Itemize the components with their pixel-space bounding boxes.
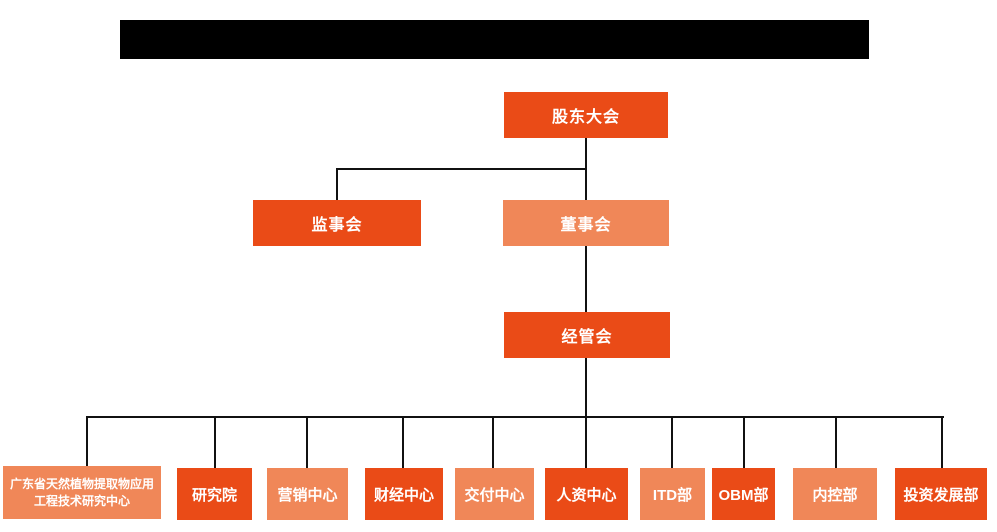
node-management-committee: 经管会 [504, 312, 670, 358]
node-dept-research-institute-label: 研究院 [191, 486, 237, 504]
node-dept-internal-control: 内控部 [793, 468, 877, 520]
node-dept-marketing-center: 营销中心 [267, 468, 348, 520]
node-board-of-directors-label: 董事会 [560, 217, 612, 234]
connector-drop-dept-9 [835, 416, 837, 468]
connector-department-bus [86, 416, 944, 418]
node-supervisory-board: 监事会 [253, 200, 421, 246]
connector-supervisory-drop [336, 168, 338, 200]
node-dept-delivery-center-label: 交付中心 [464, 486, 525, 504]
node-dept-itd: ITD部 [640, 468, 705, 520]
node-dept-investment-development: 投资发展部 [895, 468, 987, 520]
node-dept-obm-label: OBM部 [718, 486, 769, 504]
node-dept-obm: OBM部 [712, 468, 775, 520]
node-dept-investment-development-label: 投资发展部 [903, 486, 979, 504]
node-dept-delivery-center: 交付中心 [455, 468, 534, 520]
connector-supervisory-branch-horizontal [336, 168, 587, 170]
connector-drop-dept-1 [86, 416, 88, 466]
connector-drop-dept-4 [402, 416, 404, 468]
node-dept-research-center: 广东省天然植物提取物应用工程技术研究中心 [3, 466, 161, 519]
node-dept-itd-label: ITD部 [652, 486, 693, 504]
node-dept-hr-center: 人资中心 [545, 468, 628, 520]
connector-drop-dept-3 [306, 416, 308, 468]
connector-management-stem [585, 358, 587, 468]
connector-drop-dept-10 [941, 416, 943, 468]
node-dept-hr-center-label: 人资中心 [556, 486, 617, 504]
node-management-committee-label: 经管会 [561, 329, 613, 346]
connector-drop-dept-2 [214, 416, 216, 468]
node-dept-finance-center-label: 财经中心 [373, 486, 434, 504]
node-dept-research-center-label: 广东省天然植物提取物应用工程技术研究中心 [9, 476, 154, 508]
connector-drop-dept-8 [743, 416, 745, 468]
node-shareholders-meeting-label: 股东大会 [551, 109, 620, 126]
node-dept-finance-center: 财经中心 [365, 468, 443, 520]
redacted-title-bar [120, 20, 869, 59]
node-board-of-directors: 董事会 [503, 200, 669, 246]
node-dept-research-institute: 研究院 [177, 468, 252, 520]
connector-board-to-management [585, 246, 587, 312]
node-dept-internal-control-label: 内控部 [812, 486, 858, 504]
connector-drop-dept-7 [671, 416, 673, 468]
connector-drop-dept-5 [492, 416, 494, 468]
node-shareholders-meeting: 股东大会 [504, 92, 668, 138]
node-supervisory-board-label: 监事会 [311, 217, 363, 234]
node-dept-marketing-center-label: 营销中心 [277, 486, 338, 504]
